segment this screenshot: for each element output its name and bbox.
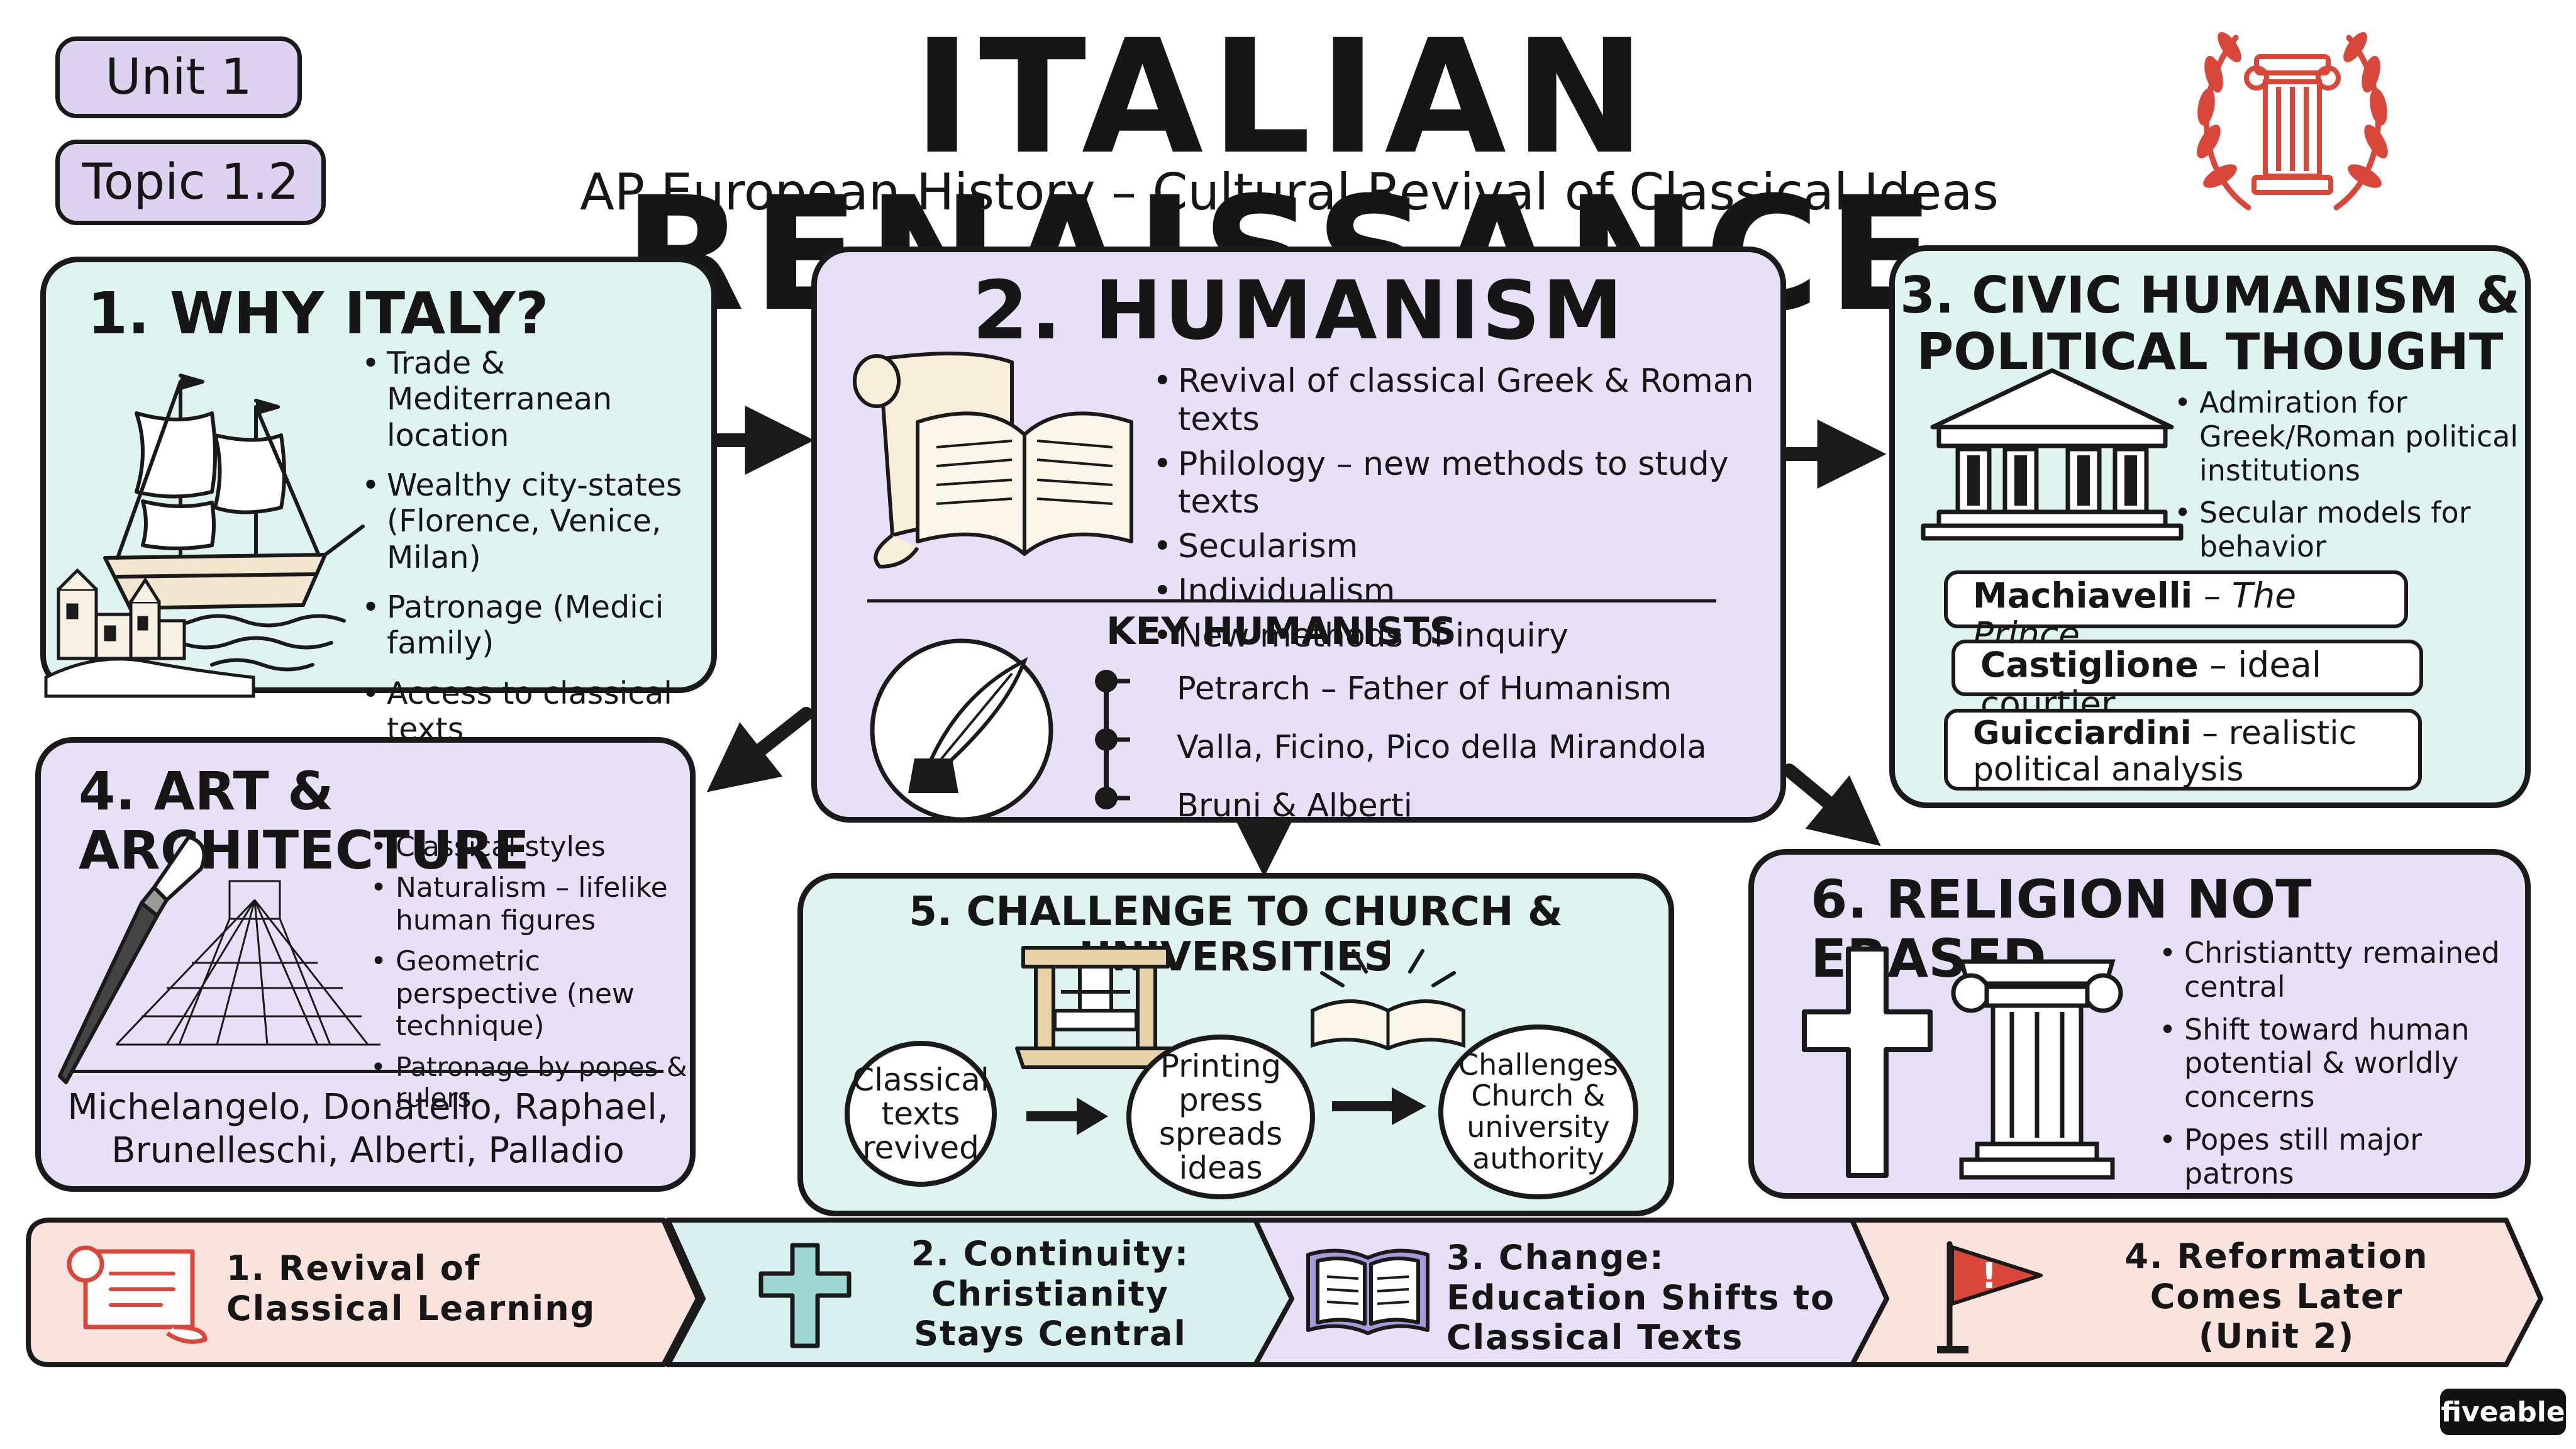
bullet-item: Philology – new methods to study texts [1150, 445, 1779, 522]
perspective-grid-icon [115, 880, 380, 1046]
bullet-item: Patronage (Medici family) [359, 589, 718, 662]
thinker-name: Machiavelli [1973, 575, 2193, 616]
panel-civic-humanism: 3. CIVIC HUMANISM & POLITICAL THOUGHT Ad… [1889, 245, 2531, 808]
page-subtitle: AP European History – Cultural Revival o… [580, 163, 1999, 221]
bullet-item: Classical styles [368, 831, 695, 863]
artists-list: Michelangelo, Donatello, Raphael, Brunel… [67, 1087, 669, 1172]
takeaway-label: 2. Continuity: Christianity Stays Centra… [911, 1234, 1190, 1354]
bullet-item: Naturalism – lifelike human figures [368, 872, 695, 936]
step-printing-press: Printing press spreads ideas [1126, 1035, 1315, 1199]
step-challenges: Challenges Church & university authority [1438, 1024, 1638, 1199]
panel-challenge: 5. CHALLENGE TO CHURCH & UNIVERSITIES Cl… [797, 873, 1674, 1216]
panel-religion: 6. RELIGION NOT ERASED Christiantty rema… [1748, 849, 2531, 1199]
bullet-item: Revival of classical Greek & Roman texts [1150, 362, 1779, 439]
bullet-item: Wealthy city-states (Florence, Venice, M… [359, 467, 718, 575]
svg-text:!: ! [1981, 1256, 1997, 1297]
thinker-name: Guicciardini [1973, 714, 2192, 752]
ionic-column-icon [1951, 959, 2123, 1180]
bullet-item: Patronage by popes & rulers [368, 1052, 695, 1113]
thinker-desc: – realistic political analysis [1973, 714, 2357, 789]
panel-art-architecture: 4. ART & ARCHITECTURE Classical styles N… [35, 737, 696, 1192]
why-italy-bullets: Trade & Mediterranean location Wealthy c… [359, 345, 718, 747]
humanist-item: Bruni & Alberti [1177, 787, 1413, 824]
divider [72, 1070, 663, 1073]
step-classical-texts: Classical texts revived [845, 1041, 997, 1187]
scroll-and-book-icon [853, 352, 1133, 569]
panel-title: 3. CIVIC HUMANISM & POLITICAL THOUGHT [1895, 267, 2525, 380]
takeaway-label: 4. Reformation Comes Later (Unit 2) [2124, 1236, 2429, 1357]
scroll-icon [67, 1245, 208, 1344]
bullet-item: Admiration for Greek/Roman political ins… [2172, 386, 2524, 487]
cross-icon [758, 1243, 852, 1348]
humanists-list: Petrarch – Father of Humanism Valla, Fic… [1177, 660, 1707, 835]
civic-bullets: Admiration for Greek/Roman political ins… [2172, 386, 2524, 564]
topic-label: Topic 1.2 [82, 154, 299, 211]
cross-icon [1802, 947, 1933, 1178]
panel-title-line: 3. CIVIC HUMANISM & [1900, 266, 2520, 325]
takeaway-label: 1. Revival of Classical Learning [226, 1248, 596, 1328]
bullet-item: Popes still major patrons [2157, 1123, 2521, 1191]
panel-humanism: 2. HUMANISM Revival of classical Greek &… [811, 247, 1786, 824]
flow-arrow-icon [1026, 1097, 1108, 1135]
takeaway-label: 3. Change: Education Shifts to Classical… [1446, 1238, 1836, 1358]
key-humanists-heading: KEY HUMANISTS [1106, 609, 1457, 653]
humanism-bullets: Revival of classical Greek & Roman texts… [1150, 362, 1779, 655]
bullet-item: Geometric perspective (new technique) [368, 945, 695, 1042]
bullet-item: Christiantty remained central [2157, 936, 2521, 1004]
bullet-item: Secular models for behavior [2172, 496, 2524, 564]
flag-icon: ! [1937, 1241, 2043, 1353]
bullet-item: Individualism [1150, 572, 1779, 611]
bullet-item: Trade & Mediterranean location [359, 345, 718, 453]
coastal-town-icon [44, 568, 255, 698]
art-bullets: Classical styles Naturalism – lifelike h… [368, 831, 695, 1113]
panel-title: 2. HUMANISM [972, 264, 1626, 358]
panel-why-italy: 1. WHY ITALY? Trade & Mediterranean loca… [40, 257, 717, 747]
panel-title: 5. CHALLENGE TO CHURCH & UNIVERSITIES [909, 889, 1563, 980]
panel-title-line: POLITICAL THOUGHT [1916, 322, 2504, 381]
thinker-name: Castiglione [1980, 645, 2199, 685]
humanist-item: Petrarch – Father of Humanism [1177, 670, 1672, 708]
bullet-item: New methods of inquiry [1150, 617, 1779, 655]
thinker-card-guicciardini: Guicciardini – realistic political analy… [1944, 709, 2422, 791]
printing-press-icon [1015, 946, 1176, 1069]
fiveable-logo: fiveable [2440, 1389, 2566, 1435]
topic-badge: Topic 1.2 [55, 140, 326, 225]
open-book-icon [1306, 1248, 1430, 1335]
divider [867, 599, 1716, 602]
paintbrush-icon [58, 835, 206, 1084]
takeaway-chevron-4 [1850, 1218, 2543, 1367]
unit-label: Unit 1 [105, 49, 252, 106]
laurel-column-icon [2197, 32, 2388, 211]
unit-badge: Unit 1 [55, 36, 302, 118]
panel-title: 1. WHY ITALY? [87, 280, 549, 347]
ship-icon [91, 374, 365, 672]
bullet-item: Secularism [1150, 528, 1779, 566]
quill-inkwell-icon [870, 638, 1053, 822]
flow-arrow-icon [1332, 1087, 1426, 1125]
humanist-item: Valla, Ficino, Pico della Mirandola [1177, 729, 1707, 766]
bullet-item: Shift toward human potential & worldly c… [2157, 1013, 2521, 1114]
religion-bullets: Christiantty remained central Shift towa… [2157, 936, 2521, 1191]
glowing-book-icon [1311, 940, 1465, 1051]
humanist-timeline-line [1095, 670, 1130, 809]
